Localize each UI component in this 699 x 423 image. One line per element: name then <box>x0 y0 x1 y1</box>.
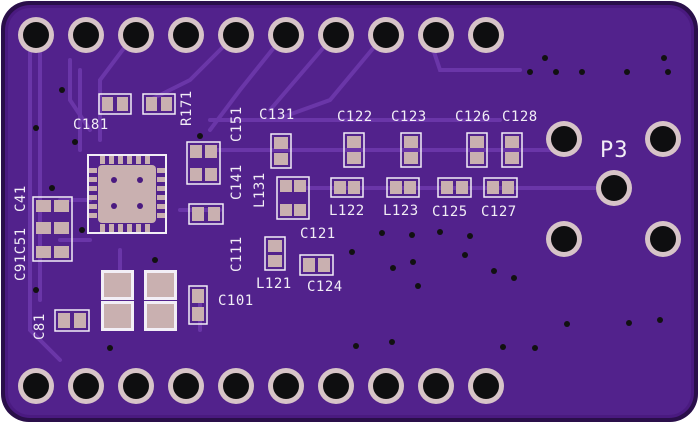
label-c141: C141 <box>229 164 245 200</box>
label-c181: C181 <box>73 117 109 133</box>
label-c126: C126 <box>455 109 491 125</box>
label-l123: L123 <box>383 203 419 219</box>
label-c124: C124 <box>307 279 343 295</box>
header-bottom <box>18 368 504 404</box>
silk-outlines <box>32 93 523 332</box>
copper-pour <box>8 8 691 415</box>
label-c125: C125 <box>432 204 468 220</box>
label-c81: C81 <box>32 313 48 340</box>
traces <box>28 38 612 362</box>
label-c101: C101 <box>218 293 254 309</box>
power-blocks <box>101 270 177 331</box>
label-r171: R171 <box>179 90 195 126</box>
header-top <box>18 17 504 53</box>
label-c131: C131 <box>259 107 295 123</box>
smd-pads <box>36 97 519 328</box>
label-c127: C127 <box>481 204 517 220</box>
p3-connector <box>546 121 681 257</box>
label-l122: L122 <box>329 203 365 219</box>
label-l131: L131 <box>252 172 268 208</box>
label-c128: C128 <box>502 109 538 125</box>
label-l121: L121 <box>256 276 292 292</box>
label-c91c51: C91C51 <box>13 227 29 281</box>
label-c151: C151 <box>229 106 245 142</box>
qfn-chip <box>87 154 167 234</box>
vias <box>33 55 671 351</box>
label-c121: C121 <box>300 226 336 242</box>
label-c111: C111 <box>229 236 245 272</box>
label-c41: C41 <box>13 185 29 212</box>
label-c122: C122 <box>337 109 373 125</box>
label-c123: C123 <box>391 109 427 125</box>
label-p3: P3 <box>600 138 629 163</box>
